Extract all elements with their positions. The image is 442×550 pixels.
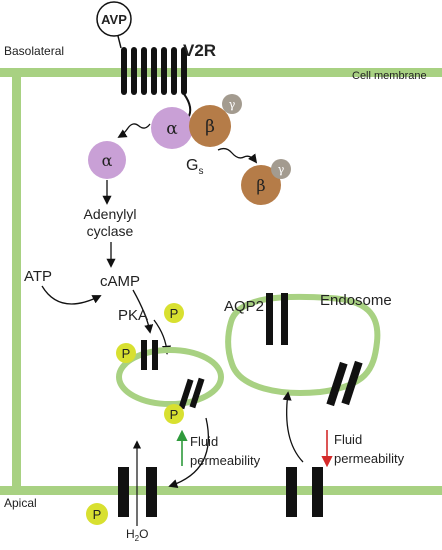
pka-label: PKA bbox=[118, 307, 148, 324]
svg-text:P: P bbox=[170, 407, 179, 422]
apical-aqp2-channel bbox=[118, 467, 157, 517]
fluid-permeability-up-line1: Fluid bbox=[190, 434, 218, 449]
adenylyl-cyclase-label-line1: Adenylyl bbox=[84, 206, 137, 222]
avp-ligand: AVP bbox=[96, 1, 132, 49]
fluid-permeability-down-line2: permeability bbox=[334, 451, 405, 466]
svg-text:α: α bbox=[102, 151, 113, 170]
apical-phosphate: P bbox=[86, 503, 108, 525]
svg-text:P: P bbox=[170, 306, 179, 321]
endosome-label: Endosome bbox=[320, 292, 392, 309]
vesicle-aqp2-channel-1 bbox=[141, 340, 158, 370]
aqp2-vesicle bbox=[116, 347, 224, 407]
cell-membrane-label: Cell membrane bbox=[352, 70, 427, 82]
cell-membrane bbox=[0, 68, 442, 495]
vesicle-aqp2-channel-2 bbox=[178, 377, 205, 410]
free-beta-gamma: β γ bbox=[241, 159, 291, 205]
adenylyl-cyclase-label-line2: cyclase bbox=[87, 223, 134, 239]
basolateral-label: Basolateral bbox=[4, 44, 64, 58]
g-protein-complex: α β γ Gs bbox=[151, 94, 242, 177]
endosome-aqp2-channel-2 bbox=[326, 360, 363, 407]
vesicle-to-membrane-arrow bbox=[168, 417, 210, 489]
beta-gamma-release-arrow bbox=[217, 147, 258, 164]
vesicle-phosphate-2: P bbox=[164, 404, 184, 424]
atp-to-camp-arrow bbox=[41, 285, 102, 305]
atp-label: ATP bbox=[24, 268, 52, 285]
pka-phosphate: P bbox=[164, 303, 184, 323]
alpha-subunit-label: α bbox=[166, 119, 178, 139]
camp-to-pka-arrow bbox=[132, 289, 154, 334]
svg-text:γ: γ bbox=[278, 163, 285, 176]
h2o-label: H2O bbox=[126, 527, 148, 543]
svg-text:β: β bbox=[256, 176, 265, 195]
fluid-permeability-up-line2: permeability bbox=[190, 453, 261, 468]
membrane-to-endosome-arrow bbox=[282, 391, 304, 463]
apical-label: Apical bbox=[4, 496, 37, 510]
camp-label: cAMP bbox=[100, 273, 140, 290]
v2r-receptor bbox=[121, 47, 187, 95]
apical-aqp2-channel-right bbox=[286, 467, 323, 517]
gamma-subunit-label: γ bbox=[229, 98, 236, 111]
svg-text:P: P bbox=[122, 346, 131, 361]
v2r-label: V2R bbox=[183, 41, 216, 60]
vesicle-phosphate-1: P bbox=[116, 343, 136, 363]
endosome-aqp2-channel-1 bbox=[266, 293, 288, 345]
free-alpha-subunit: α bbox=[88, 141, 126, 179]
beta-subunit-label: β bbox=[205, 117, 215, 137]
aqp2-label: AQP2 bbox=[224, 298, 264, 315]
fluid-permeability-down-line1: Fluid bbox=[334, 432, 362, 447]
avp-label: AVP bbox=[101, 12, 127, 27]
svg-text:P: P bbox=[93, 507, 102, 522]
alpha-release-arrow bbox=[117, 123, 151, 138]
gs-label: Gs bbox=[186, 157, 203, 177]
endosome bbox=[225, 293, 381, 396]
